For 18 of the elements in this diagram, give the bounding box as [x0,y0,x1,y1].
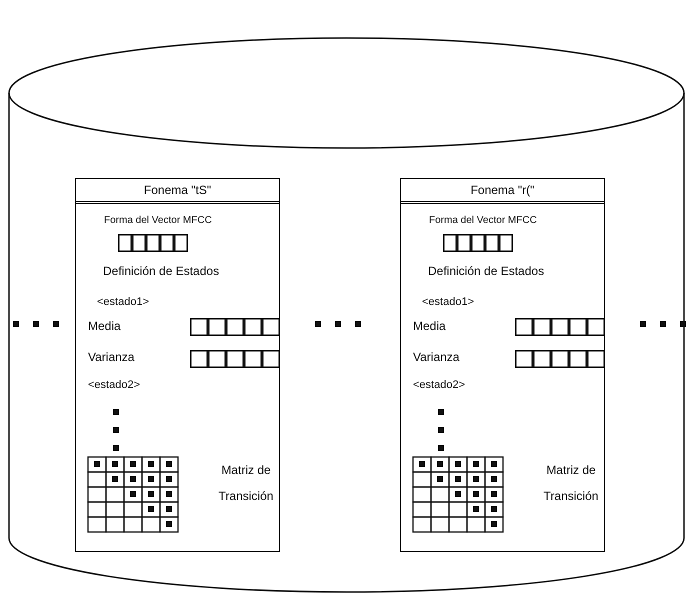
state-label: <estado2> [88,379,140,392]
state-label: <estado1> [422,296,474,310]
card-title: Fonema "r(" [401,179,604,204]
matrix-label: Matriz de Transición [218,462,274,505]
section-heading: Definición de Estados [103,264,220,278]
card-title: Fonema "tS" [76,179,279,204]
state-label: <estado1> [97,296,149,310]
row-label: Varianza [413,350,460,364]
section-label: Forma del Vector MFCC [429,215,537,227]
phoneme-card [400,178,605,552]
state-label: <estado2> [413,379,465,392]
row-label: Media [413,319,446,334]
phoneme-card [75,178,280,552]
section-label: Forma del Vector MFCC [104,215,212,227]
row-label: Varianza [88,350,134,364]
section-heading: Definición de Estados [428,264,544,278]
matrix-label: Matriz de Transición [542,462,600,505]
row-label: Media [88,319,121,334]
